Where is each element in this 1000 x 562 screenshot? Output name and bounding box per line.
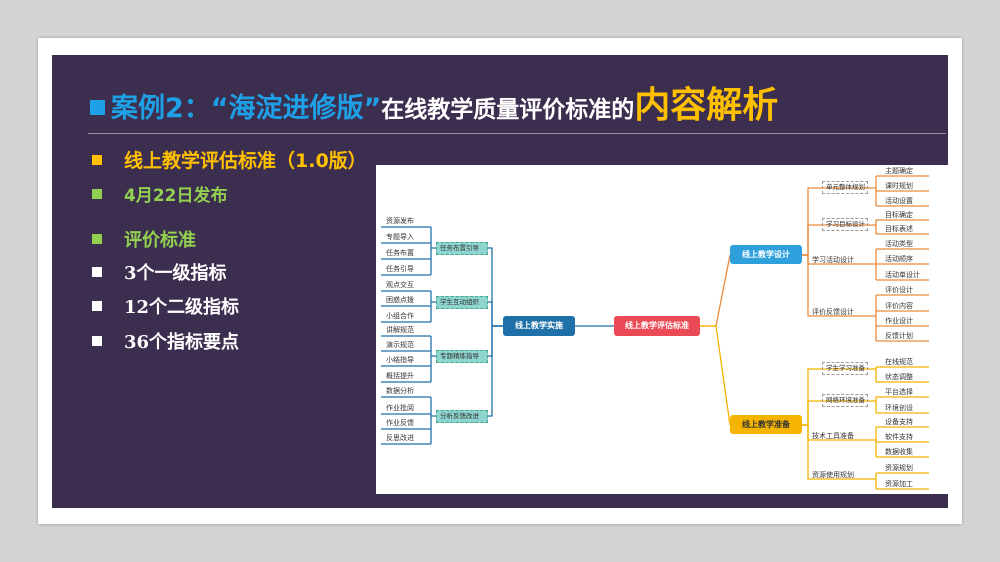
bullet-item: 线上教学评估标准（1.0版） xyxy=(92,146,367,173)
bullet-text: 线上教学评估标准（1.0版） xyxy=(124,150,367,172)
mind-map-leaf: 目标确定 xyxy=(885,211,913,219)
mind-map-group-node: 学习目标设计 xyxy=(822,218,868,231)
mind-map-leaf: 数据分析 xyxy=(386,387,414,395)
mind-map-leaf: 目标表述 xyxy=(885,225,913,233)
mind-map-leaf: 小组合作 xyxy=(386,312,414,320)
mind-map-branch-node: 线上教学设计 xyxy=(730,245,802,264)
mind-map-leaf: 活动单设计 xyxy=(885,271,920,279)
bullet-text: 4月22日发布 xyxy=(124,186,228,206)
bullet-square-icon xyxy=(92,234,102,244)
mind-map-leaf: 环境创设 xyxy=(885,404,913,412)
mind-map-leaf: 演示规范 xyxy=(386,341,414,349)
connector-line xyxy=(700,325,731,426)
mind-map-leaf: 数据收集 xyxy=(885,448,913,456)
connector-line xyxy=(700,254,731,327)
mind-map-center-node: 线上教学评估标准 xyxy=(614,316,700,336)
mind-map-leaf: 任务引导 xyxy=(386,265,414,273)
title-divider xyxy=(88,133,946,134)
bullet-text: 3个一级指标 xyxy=(124,263,227,284)
mind-map-leaf: 评价设计 xyxy=(885,286,913,294)
mind-map-leaf: 观点交互 xyxy=(386,281,414,289)
mind-map-group-node: 学生学习准备 xyxy=(822,362,868,375)
mind-map-leaf: 作业设计 xyxy=(885,317,913,325)
mind-map-leaf: 作业反馈 xyxy=(386,419,414,427)
mind-map-leaf: 活动类型 xyxy=(885,240,913,248)
mind-map-leaf: 状态调整 xyxy=(885,373,913,381)
connector-line xyxy=(802,254,876,317)
mind-map-branch-node: 线上教学准备 xyxy=(730,415,802,434)
bullet-text: 12个二级指标 xyxy=(124,297,240,318)
mind-map-group-node: 分析反馈改进 xyxy=(436,410,488,423)
bullet-square-icon xyxy=(92,188,102,199)
title-part-1: 案例2：“海淀进修版” xyxy=(111,93,382,124)
mind-map-leaf: 资源加工 xyxy=(885,480,913,488)
bullet-item: 36个指标要点 xyxy=(92,328,239,354)
mind-map-leaf: 软件支持 xyxy=(885,433,913,441)
mind-map-leaf: 课时规划 xyxy=(885,182,913,190)
mind-map-group-node: 单元整体规划 xyxy=(822,181,868,194)
bullet-item: 评价标准 xyxy=(92,226,196,252)
bullet-text: 评价标准 xyxy=(124,230,196,251)
mind-map-leaf: 评价内容 xyxy=(885,302,913,310)
mind-map-leaf: 设备支持 xyxy=(885,418,913,426)
bullet-square-icon xyxy=(92,267,102,277)
mind-map-group-node: 任务布置引导 xyxy=(436,242,488,255)
mind-map-leaf: 资源发布 xyxy=(386,217,414,225)
mind-map-group-node: 资源使用规划 xyxy=(812,471,854,479)
connector-line xyxy=(802,424,876,480)
bullet-item: 3个一级指标 xyxy=(92,259,227,285)
mind-map-leaf: 讲解规范 xyxy=(386,326,414,334)
slide-title: 案例2：“海淀进修版”在线教学质量评价标准的内容解析 xyxy=(90,76,778,128)
mind-map-leaf: 活动设置 xyxy=(885,197,913,205)
title-part-3: 内容解析 xyxy=(634,85,779,126)
mind-map-leaf: 平台选择 xyxy=(885,388,913,396)
mind-map-group-node: 网络环境准备 xyxy=(822,394,868,407)
bullet-item: 12个二级指标 xyxy=(92,293,239,319)
mind-map-leaf: 反馈计划 xyxy=(885,332,913,340)
bullet-square-icon xyxy=(92,154,102,165)
mind-map-leaf: 小结指导 xyxy=(386,356,414,364)
mind-map-branch-node: 线上教学实施 xyxy=(503,316,575,336)
bullet-item: 4月22日发布 xyxy=(92,181,228,206)
mind-map-leaf: 资源规划 xyxy=(885,464,913,472)
mind-map-leaf: 困惑点拨 xyxy=(386,296,414,304)
bullet-square-icon xyxy=(92,301,102,311)
mind-map-group-node: 专题精炼指导 xyxy=(436,350,488,363)
mind-map-leaf: 反思改进 xyxy=(386,434,414,442)
bullet-text: 36个指标要点 xyxy=(124,332,240,353)
mind-map-group-node: 技术工具准备 xyxy=(812,432,854,440)
mind-map: 线上教学评估标准 线上教学实施 任务布置引导 资源发布专题导入任务布置任务引导学生互动… xyxy=(376,165,953,494)
mind-map-leaf: 主题确定 xyxy=(885,167,913,175)
mind-map-leaf: 任务布置 xyxy=(386,249,414,257)
bullet-square-icon xyxy=(92,336,102,346)
mind-map-group-node: 学习活动设计 xyxy=(812,256,854,264)
mind-map-leaf: 活动顺序 xyxy=(885,255,913,263)
mind-map-leaf: 专题导入 xyxy=(386,233,414,241)
mind-map-leaf: 概括提升 xyxy=(386,372,414,380)
connector-line xyxy=(431,325,503,417)
mind-map-group-node: 学生互动组织 xyxy=(436,296,488,309)
mind-map-leaf: 作业批阅 xyxy=(386,404,414,412)
title-bullet-icon xyxy=(90,100,105,115)
mind-map-leaf: 在线规范 xyxy=(885,358,913,366)
mind-map-group-node: 评价反馈设计 xyxy=(812,308,854,316)
title-part-2: 在线教学质量评价标准的 xyxy=(381,97,635,123)
